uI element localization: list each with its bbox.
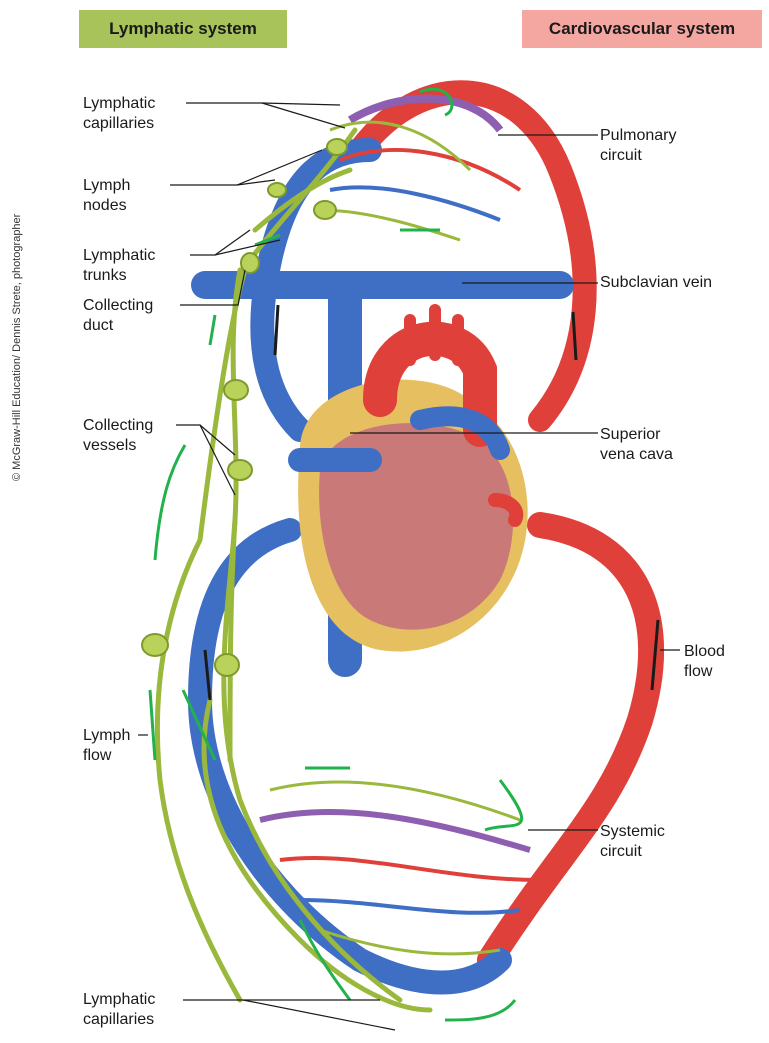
label-collecting-vessels: Collecting vessels: [83, 416, 153, 456]
label-systemic-circuit: Systemic circuit: [600, 822, 665, 862]
label-lymph-nodes: Lymph nodes: [83, 176, 130, 216]
pulmonary-circuit: [262, 92, 584, 430]
cardiovascular-system-header: Cardiovascular system: [522, 10, 762, 48]
photo-credit: © McGraw-Hill Education/ Dennis Strete, …: [11, 271, 23, 481]
label-lymphatic-capillaries-top: Lymphatic capillaries: [83, 94, 155, 134]
label-pulmonary-circuit: Pulmonary circuit: [600, 126, 676, 166]
label-collecting-duct: Collecting duct: [83, 296, 153, 336]
lymphatic-system-header: Lymphatic system: [79, 10, 287, 48]
label-superior-vena-cava: Superior vena cava: [600, 425, 673, 465]
label-subclavian-vein: Subclavian vein: [600, 273, 712, 293]
lymph-nodes: [142, 139, 347, 676]
label-lymphatic-capillaries-bottom: Lymphatic capillaries: [83, 990, 155, 1030]
label-lymphatic-trunks: Lymphatic trunks: [83, 246, 155, 286]
label-blood-flow: Blood flow: [684, 642, 725, 682]
label-lymph-flow: Lymph flow: [83, 726, 130, 766]
